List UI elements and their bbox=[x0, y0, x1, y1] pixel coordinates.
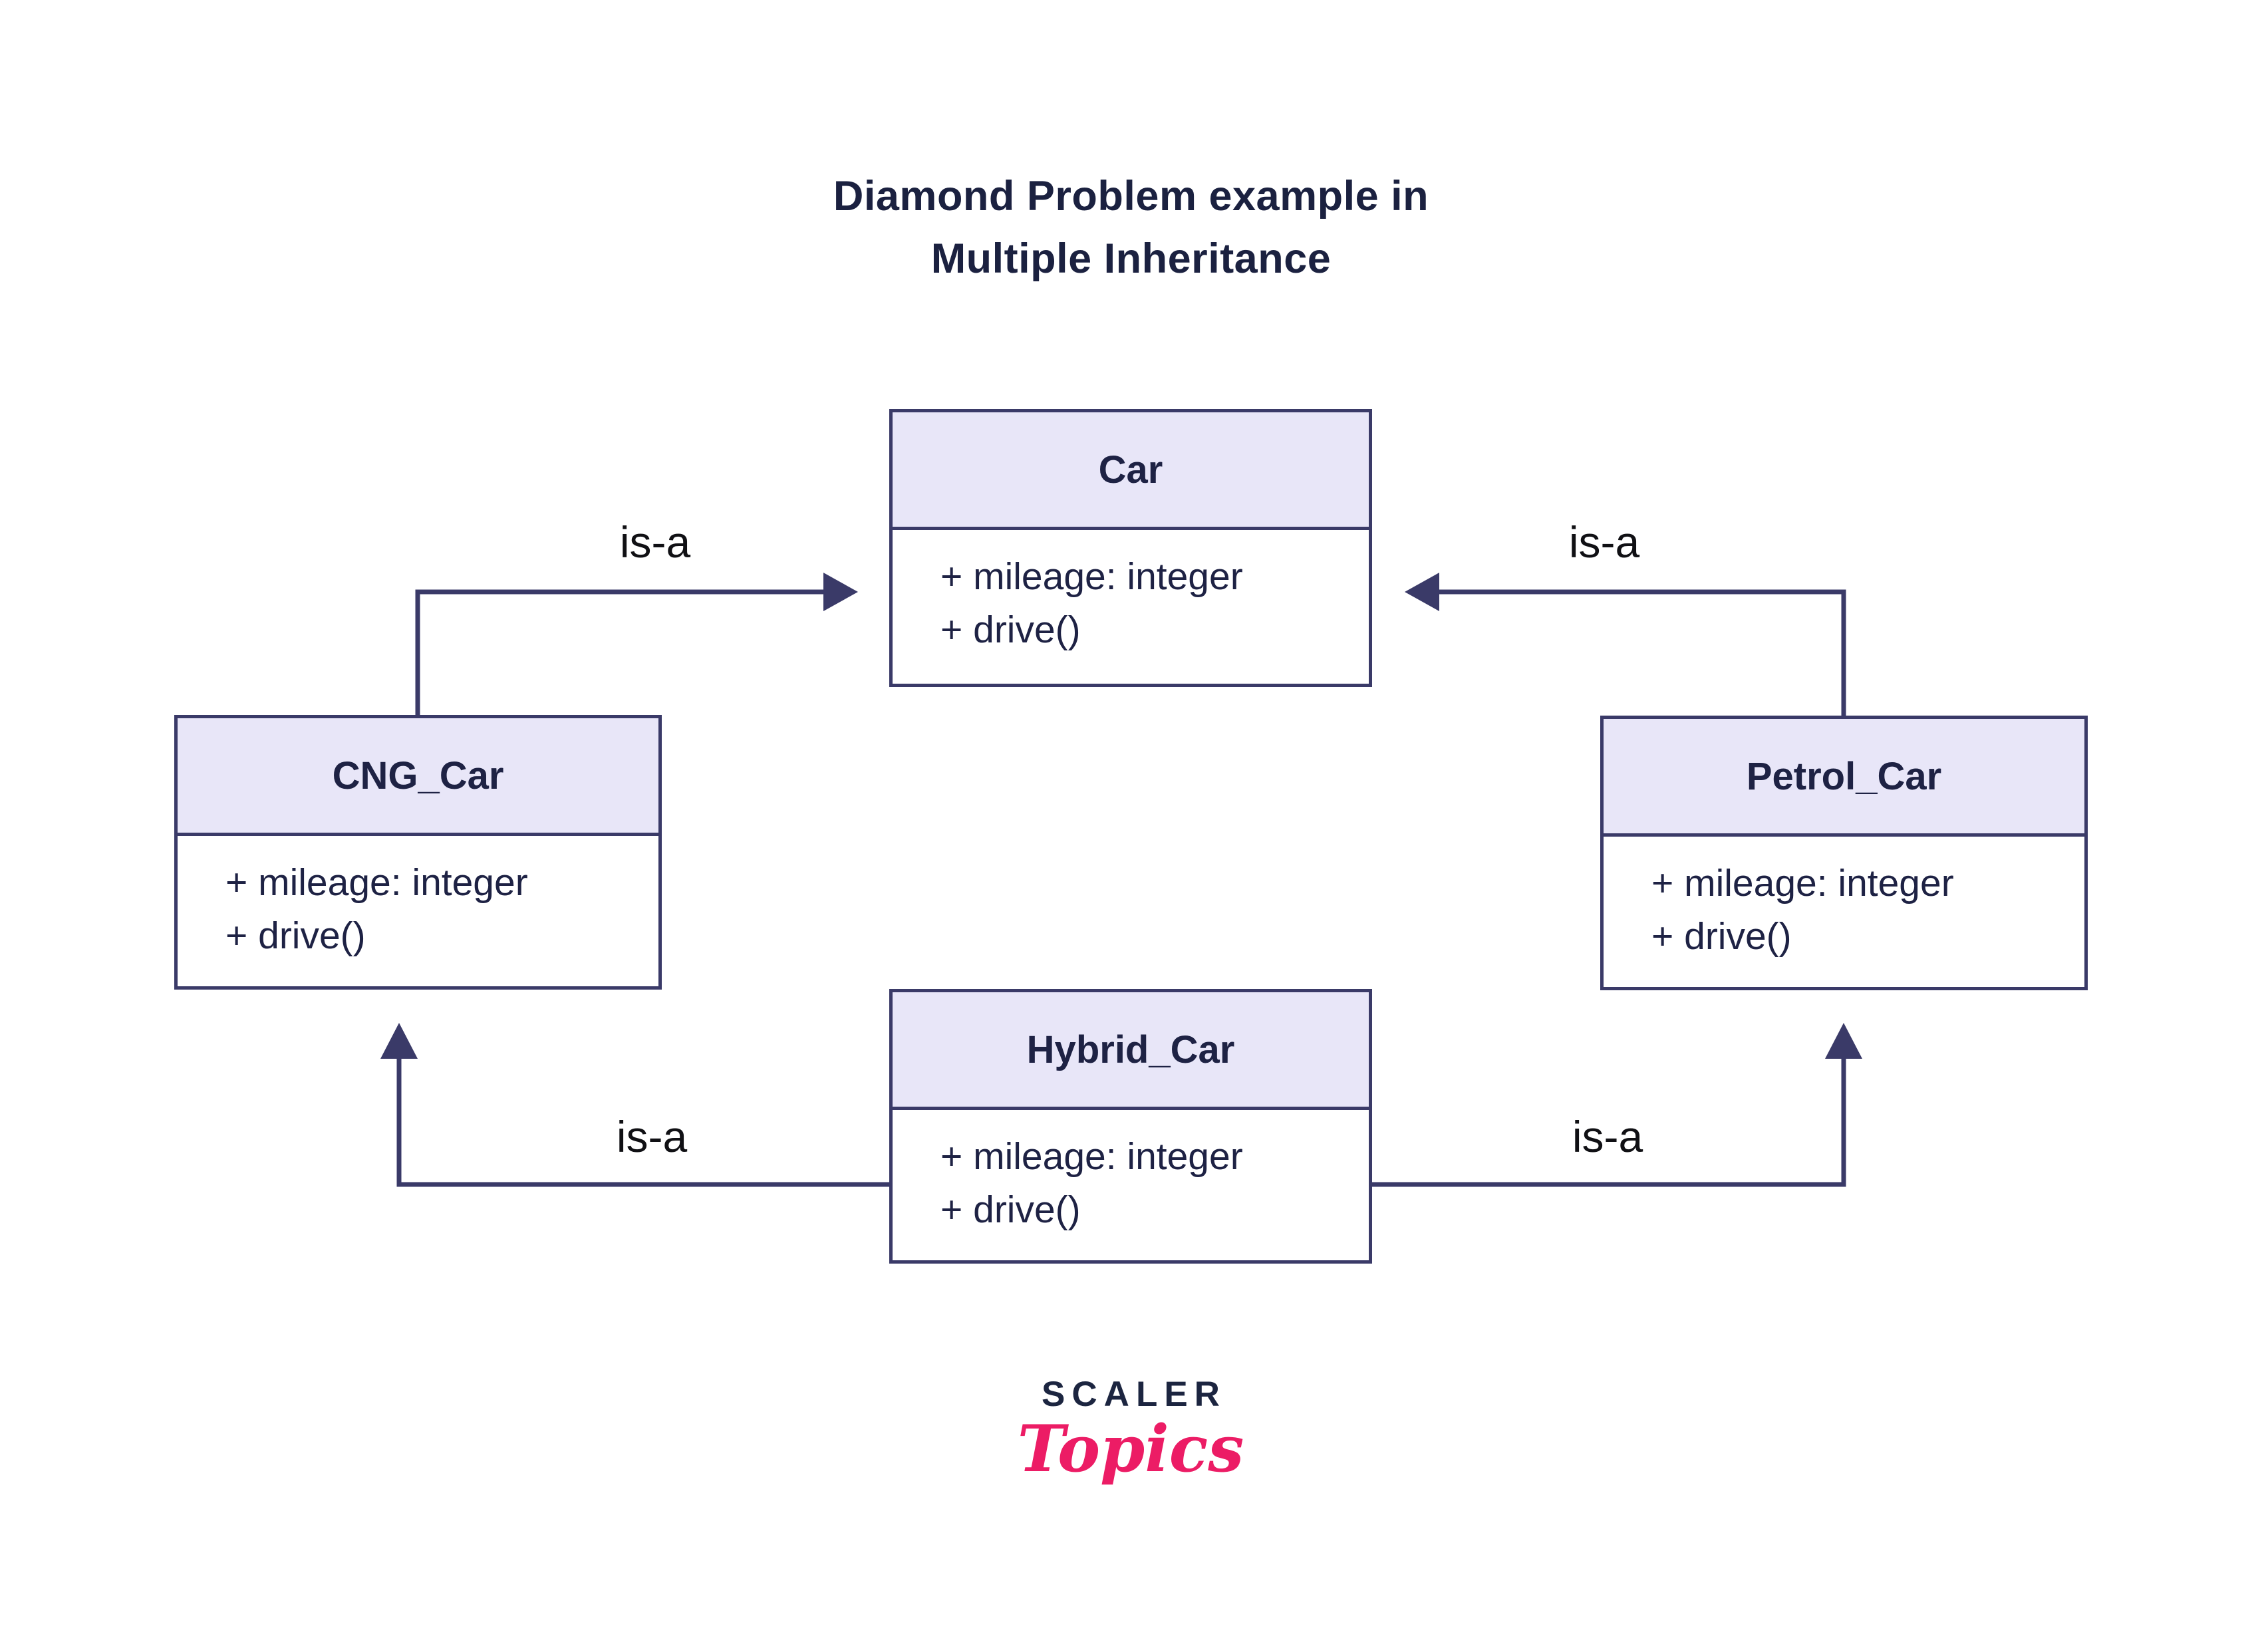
class-name-hybrid-car: Hybrid_Car bbox=[1026, 1028, 1235, 1071]
scaler-topics-logo: SCALER Topics bbox=[1018, 1374, 1244, 1491]
arrowhead-hybrid-to-petrol bbox=[1825, 1023, 1862, 1059]
class-member: + drive() bbox=[225, 914, 366, 957]
class-box-hybrid-car: Hybrid_Car + mileage: integer + drive() bbox=[889, 989, 1372, 1264]
class-header-petrol-car: Petrol_Car bbox=[1604, 719, 2084, 837]
relation-label-petrol-car: is-a bbox=[1568, 517, 1640, 567]
title-line-2: Multiple Inheritance bbox=[930, 235, 1332, 282]
connector-hybrid-to-cng bbox=[396, 1057, 889, 1187]
class-member: + drive() bbox=[940, 1188, 1081, 1231]
title-line-1: Diamond Problem example in bbox=[833, 173, 1429, 219]
class-box-petrol-car: Petrol_Car + mileage: integer + drive() bbox=[1600, 716, 2088, 990]
class-member: + mileage: integer bbox=[940, 555, 1243, 598]
class-member: + mileage: integer bbox=[1651, 862, 1954, 904]
connector-petrol-to-car bbox=[1438, 589, 1846, 716]
class-box-car: Car + mileage: integer + drive() bbox=[889, 409, 1372, 687]
arrowhead-hybrid-to-cng bbox=[380, 1023, 418, 1059]
arrowhead-petrol-to-car bbox=[1405, 573, 1439, 611]
diagram-title: Diamond Problem example in Multiple Inhe… bbox=[0, 165, 2262, 290]
class-member: + mileage: integer bbox=[940, 1135, 1243, 1178]
class-header-hybrid-car: Hybrid_Car bbox=[893, 992, 1369, 1110]
class-members-cng-car: + mileage: integer + drive() bbox=[178, 836, 658, 962]
relation-label-cng-car: is-a bbox=[619, 517, 691, 567]
class-members-petrol-car: + mileage: integer + drive() bbox=[1604, 837, 2084, 963]
class-header-car: Car bbox=[893, 412, 1369, 530]
connector-hybrid-to-petrol bbox=[1372, 1057, 1846, 1187]
class-name-petrol-car: Petrol_Car bbox=[1746, 754, 1942, 798]
logo-sub-text: Topics bbox=[1017, 1411, 1244, 1486]
class-name-cng-car: CNG_Car bbox=[332, 754, 504, 797]
arrowhead-cng-to-car bbox=[823, 573, 858, 611]
class-box-cng-car: CNG_Car + mileage: integer + drive() bbox=[174, 715, 662, 990]
relation-label-hybrid-petrol: is-a bbox=[1572, 1112, 1643, 1161]
class-member: + drive() bbox=[940, 609, 1081, 651]
class-member: + mileage: integer bbox=[225, 861, 528, 904]
class-header-cng-car: CNG_Car bbox=[178, 718, 658, 836]
relation-label-hybrid-cng: is-a bbox=[616, 1112, 688, 1161]
connector-cng-to-car bbox=[415, 589, 825, 715]
logo-brand-text: SCALER bbox=[1042, 1375, 1226, 1414]
class-members-car: + mileage: integer + drive() bbox=[893, 530, 1369, 656]
class-members-hybrid-car: + mileage: integer + drive() bbox=[893, 1110, 1369, 1236]
class-member: + drive() bbox=[1651, 915, 1792, 958]
class-name-car: Car bbox=[1098, 448, 1163, 491]
